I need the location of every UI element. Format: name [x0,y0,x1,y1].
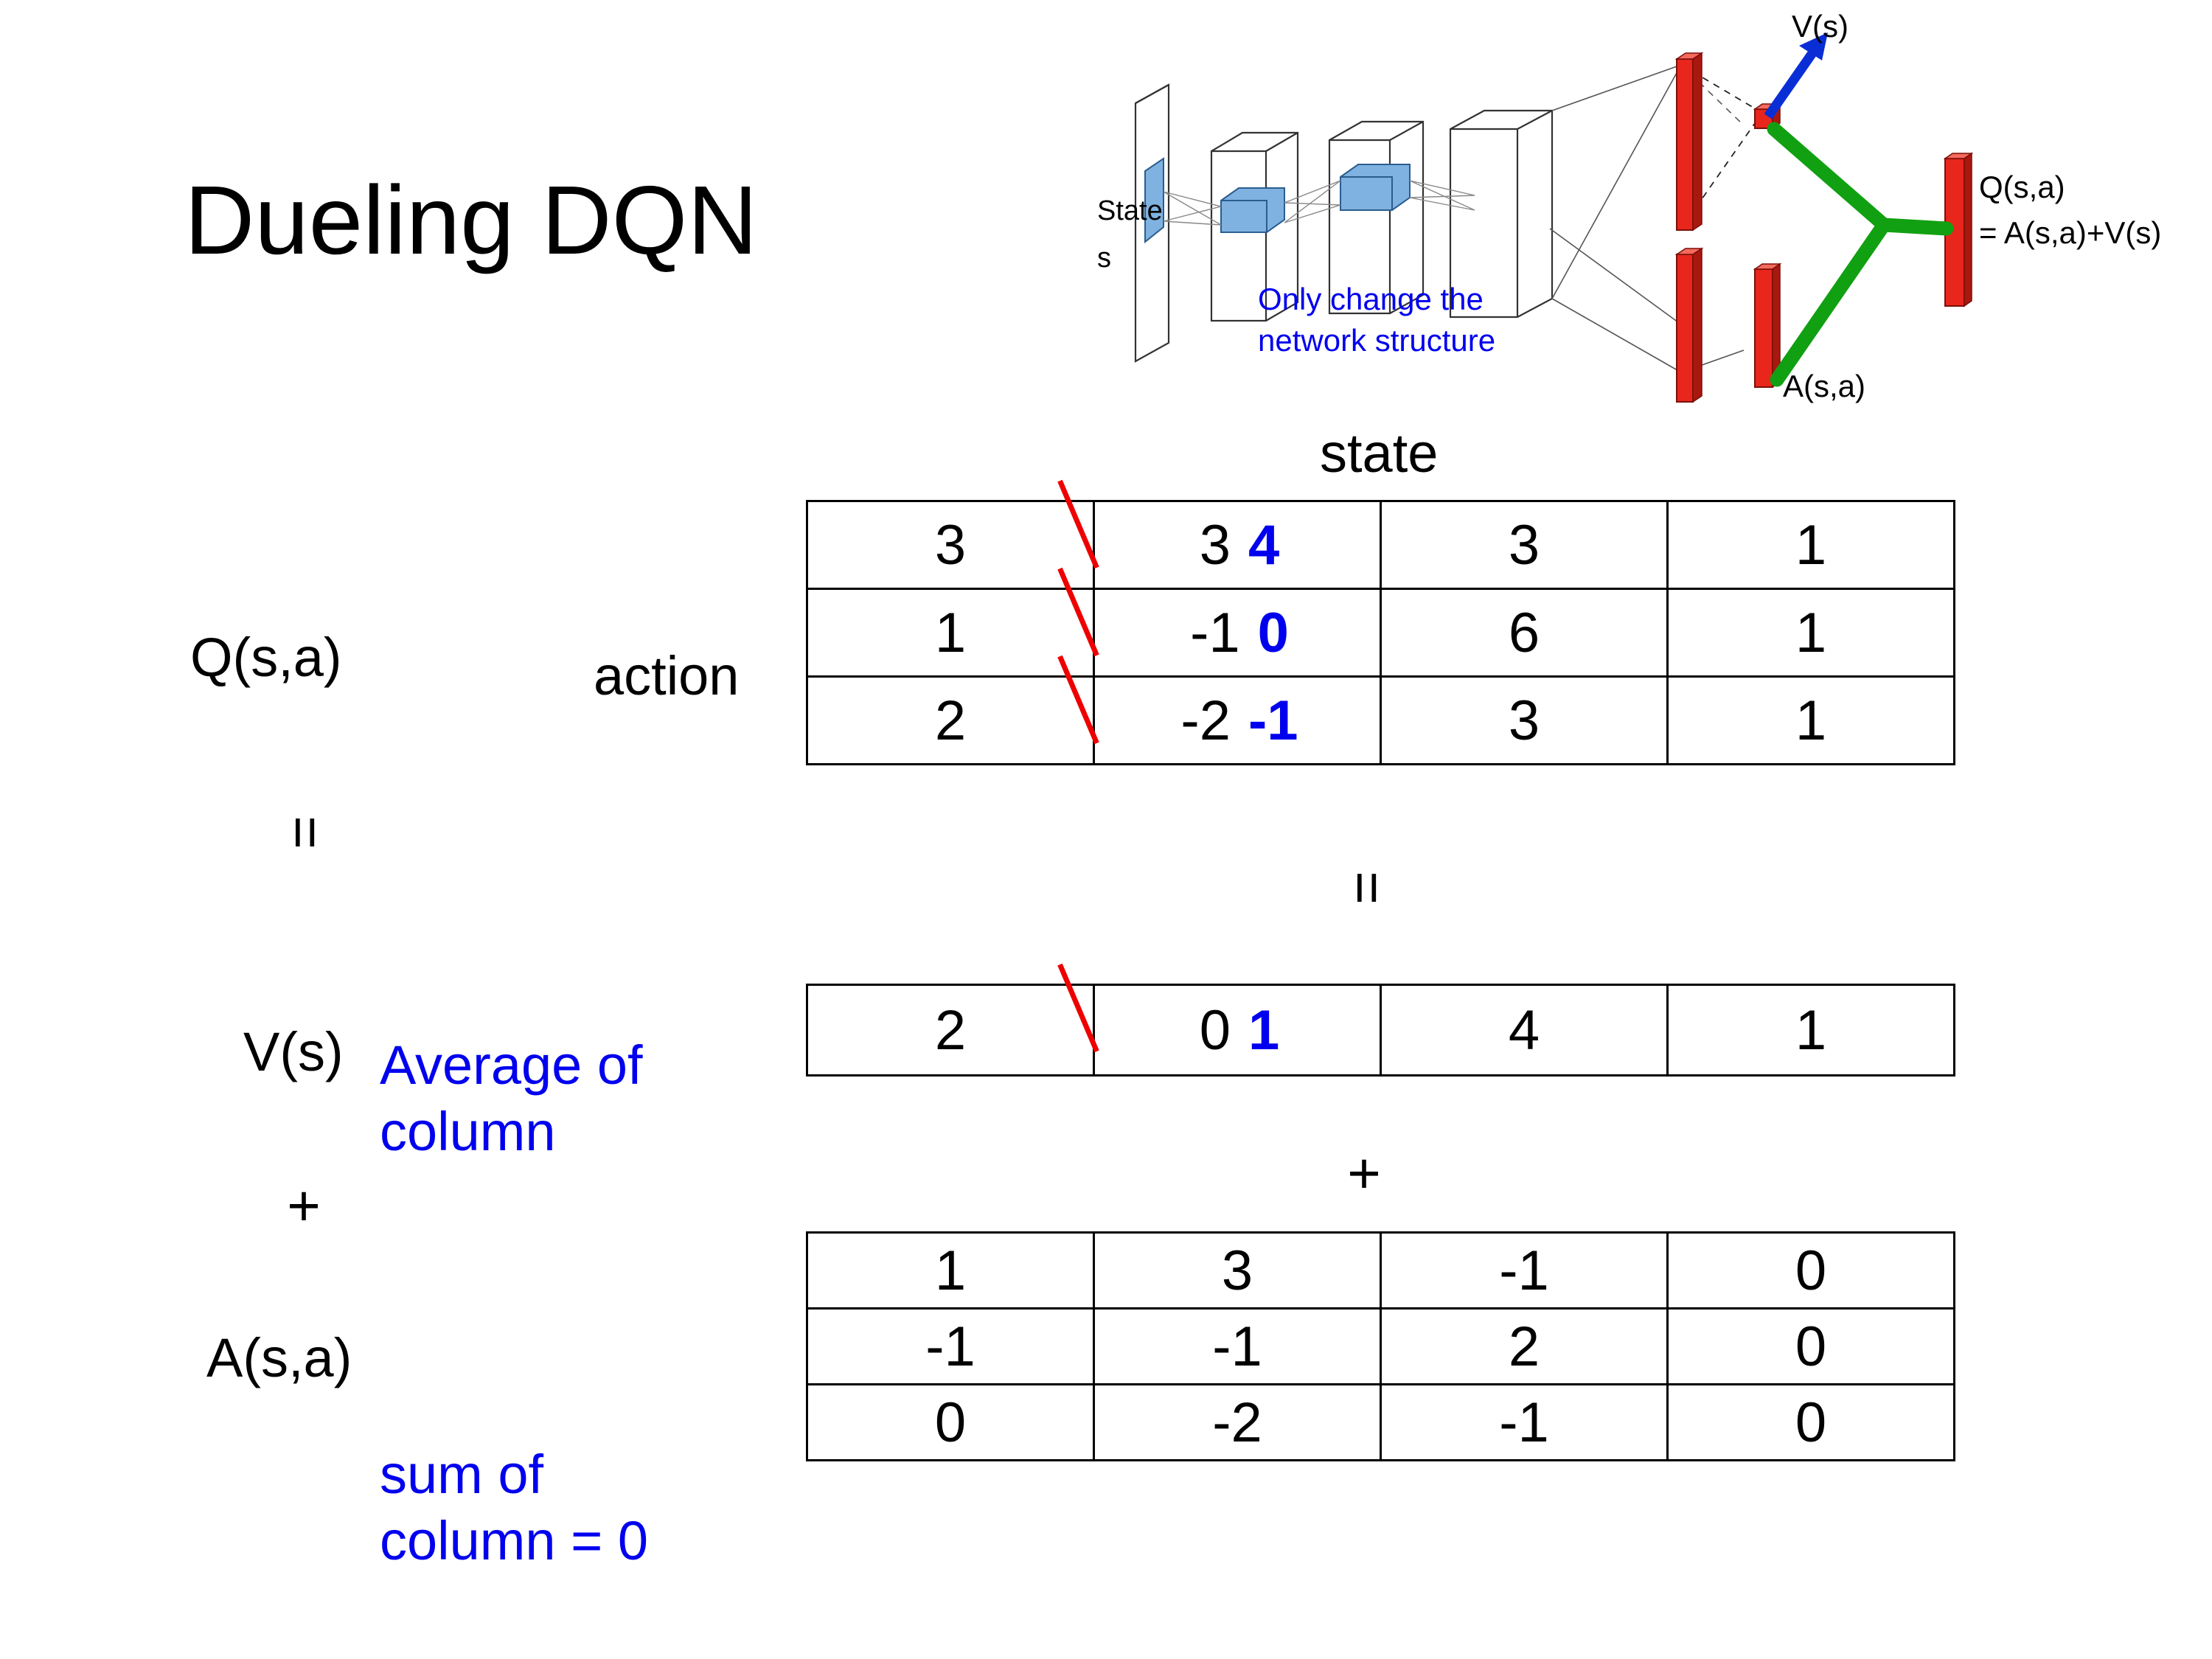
table-row: 1 3 -1 0 [806,1231,1955,1310]
a-cell-r2c1[interactable]: -2 [1093,1383,1382,1461]
q-cell-r1c3[interactable]: 1 [1666,588,1955,678]
table-row: 3 3 4 3 1 [806,479,1955,590]
table-row: 2 0 1 4 1 [806,963,1955,1077]
advantage-table: 1 3 -1 0 -1 -1 2 0 0 -2 -1 0 [806,1231,1955,1461]
diagram-note-line2: network structure [1258,323,1495,358]
q-cell-r0c2[interactable]: 3 [1380,500,1669,590]
q-cell-r0c1-old-value: 3 [1199,513,1231,577]
a-cell-r1c2[interactable]: 2 [1380,1307,1669,1385]
sum-of-column-note: sum of column = 0 [380,1441,648,1575]
v-value-table: 2 0 1 4 1 [806,963,1955,1077]
action-axis-label: action [594,645,740,706]
v-cell-c1[interactable]: 0 1 [1057,963,1382,1077]
a-cell-r0c1[interactable]: 3 [1093,1231,1382,1310]
q-cell-r1c0[interactable]: 1 [806,588,1095,678]
a-cell-r0c0[interactable]: 1 [806,1231,1095,1310]
table-row: 1 -1 0 6 1 [806,567,1955,678]
diagram-v-output-label: V(s) [1792,9,1848,44]
a-cell-r2c2[interactable]: -1 [1380,1383,1669,1461]
a-cell-r1c1[interactable]: -1 [1093,1307,1382,1385]
average-of-column-note: Average of column [380,1032,643,1166]
dueling-network-diagram: State s Only change the network structur… [1091,7,2205,420]
q-cell-r0c1-new-value: 4 [1248,513,1280,577]
average-note-line2: column [380,1101,556,1163]
q-cell-r2c1-new-value: -1 [1248,689,1298,752]
v-cell-c0[interactable]: 2 [806,984,1095,1077]
sum-note-line2: column = 0 [380,1510,649,1572]
v-function-label: V(s) [243,1021,344,1082]
a-cell-r1c0[interactable]: -1 [806,1307,1095,1385]
v-cell-c3[interactable]: 1 [1666,984,1955,1077]
q-value-table: 3 3 4 3 1 1 -1 0 6 1 2 -2 -1 [806,479,1955,765]
state-axis-label: state [1320,422,1439,484]
q-cell-r2c1-old-value: -2 [1180,689,1231,752]
q-cell-r0c0[interactable]: 3 [806,500,1095,590]
q-cell-r2c2[interactable]: 3 [1380,675,1669,765]
q-cell-r1c1-old-value: -1 [1190,601,1240,664]
q-cell-r2c0[interactable]: 2 [806,675,1095,765]
diagram-state-label-line1: State [1097,195,1163,226]
a-cell-r0c3[interactable]: 0 [1666,1231,1955,1310]
v-cell-c1-old-value: 0 [1199,998,1231,1062]
a-cell-r1c3[interactable]: 0 [1666,1307,1955,1385]
q-cell-r1c1-new-value: 0 [1257,601,1289,664]
q-cell-r1c2[interactable]: 6 [1380,588,1669,678]
plus-operator-left: + [287,1173,321,1238]
diagram-state-label-line2: s [1097,243,1111,274]
q-cell-r1c1[interactable]: -1 0 [1057,567,1382,678]
sum-note-line1: sum of [380,1444,544,1505]
q-function-label: Q(s,a) [190,627,342,688]
equals-operator-left: = [274,815,338,849]
a-cell-r2c0[interactable]: 0 [806,1383,1095,1461]
diagram-note-line1: Only change the [1258,282,1484,316]
table-row: 0 -2 -1 0 [806,1383,1955,1461]
plus-operator-middle: + [1347,1141,1381,1206]
average-note-line1: Average of [380,1034,643,1096]
table-row: -1 -1 2 0 [806,1307,1955,1385]
q-cell-r0c3[interactable]: 1 [1666,500,1955,590]
q-cell-r2c3[interactable]: 1 [1666,675,1955,765]
page-title: Dueling DQN [184,166,758,274]
a-cell-r2c3[interactable]: 0 [1666,1383,1955,1461]
diagram-q-output-label-line1: Q(s,a) [1979,170,2065,204]
equals-operator-middle: = [1335,871,1400,905]
diagram-a-output-label: A(s,a) [1783,369,1865,403]
q-cell-r0c1[interactable]: 3 4 [1057,479,1382,590]
table-row: 2 -2 -1 3 1 [806,655,1955,765]
a-function-label: A(s,a) [206,1327,352,1388]
diagram-q-output-label-line2: = A(s,a)+V(s) [1979,215,2161,250]
q-cell-r2c1[interactable]: -2 -1 [1057,655,1382,765]
v-cell-c2[interactable]: 4 [1380,984,1669,1077]
a-cell-r0c2[interactable]: -1 [1380,1231,1669,1310]
v-cell-c1-new-value: 1 [1248,998,1280,1062]
